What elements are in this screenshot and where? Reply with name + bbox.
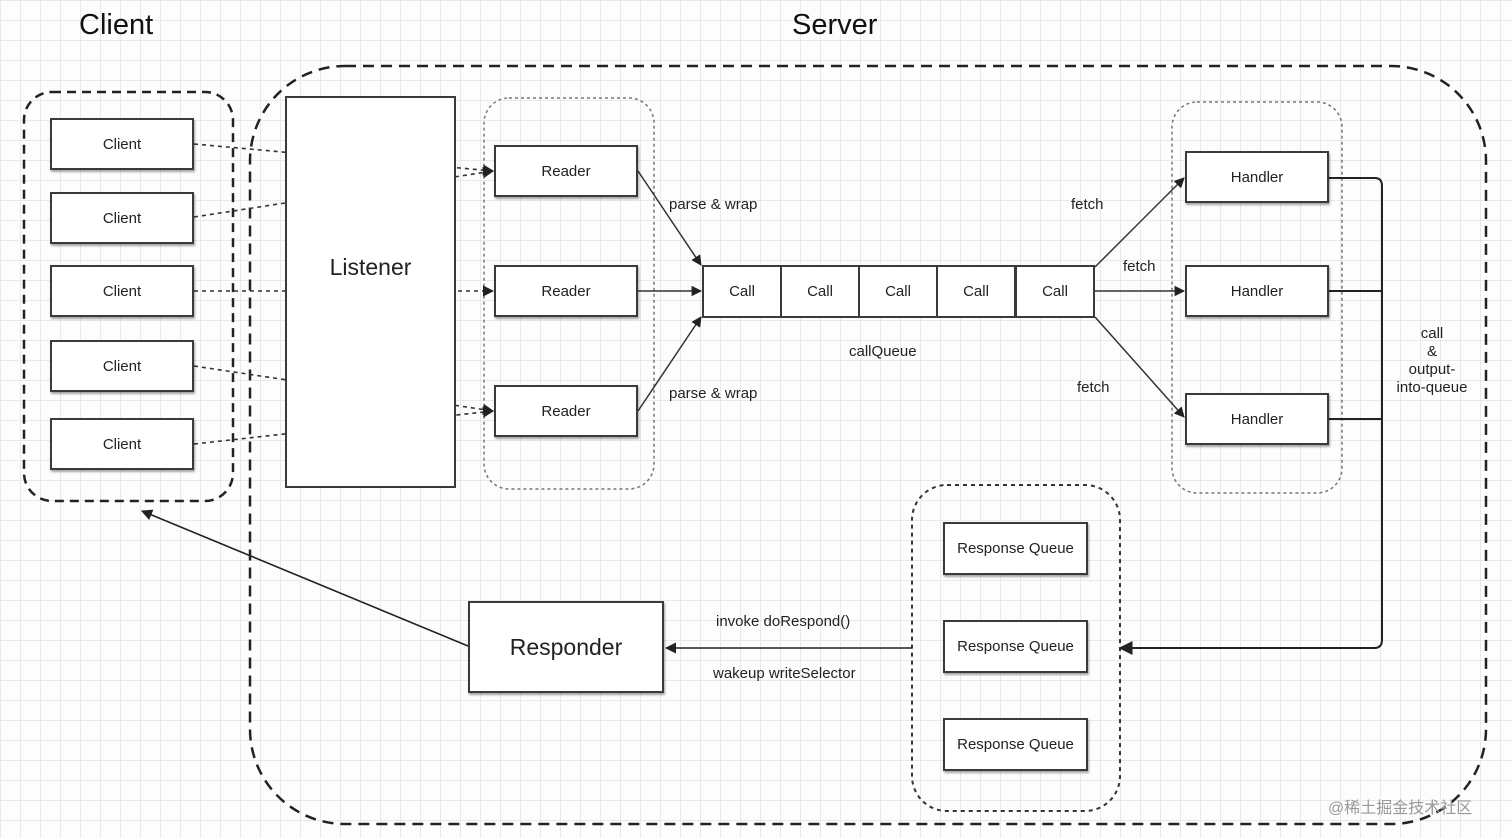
parse-wrap-label: parse & wrap <box>669 385 758 402</box>
client-box: Client <box>50 265 194 317</box>
listener-box: Listener <box>285 96 456 488</box>
handler-output-line: call <box>1420 325 1444 342</box>
client-box: Client <box>50 118 194 170</box>
fetch-label: fetch <box>1077 379 1110 396</box>
parse-wrap-label: parse & wrap <box>669 196 758 213</box>
fetch-label: fetch <box>1123 258 1156 275</box>
handler-box: Handler <box>1185 151 1329 203</box>
reader-to-callqueue-arrow <box>637 316 702 412</box>
call-box: Call <box>780 265 860 318</box>
call-queue-label: callQueue <box>849 343 917 360</box>
handler-group <box>1171 101 1343 494</box>
callqueue-to-handler-arrow <box>1094 177 1185 268</box>
client-to-reader-arrow <box>193 166 495 218</box>
call-box: Call <box>1015 265 1095 318</box>
fetch-label: fetch <box>1071 196 1104 213</box>
responder-box: Responder <box>468 601 664 693</box>
reader-box: Reader <box>494 145 638 197</box>
handler-output-line: & <box>1426 343 1437 360</box>
callqueue-to-handler-arrow <box>1094 316 1185 418</box>
wakeup-label: wakeup writeSelector <box>713 665 856 682</box>
call-box: Call <box>936 265 1016 318</box>
invoke-label: invoke doRespond() <box>716 613 851 630</box>
server-title: Server <box>792 9 878 41</box>
response-queue-box: Response Queue <box>943 718 1088 771</box>
handler-output-line: output- <box>1408 361 1456 378</box>
client-group <box>22 90 235 503</box>
handler-output-line: into-queue <box>1396 379 1468 396</box>
handler-box: Handler <box>1185 393 1329 445</box>
response-queue-box: Response Queue <box>943 522 1088 575</box>
reader-box: Reader <box>494 385 638 437</box>
response-queue-box: Response Queue <box>943 620 1088 673</box>
client-title: Client <box>79 9 154 41</box>
call-box: Call <box>858 265 938 318</box>
client-box: Client <box>50 192 194 244</box>
call-box: Call <box>702 265 782 318</box>
server-group <box>248 64 1488 826</box>
reader-group <box>483 97 655 490</box>
responder-to-client-arrow <box>140 509 469 647</box>
watermark: @稀土掘金技术社区 <box>1328 800 1473 817</box>
reader-box: Reader <box>494 265 638 317</box>
client-box: Client <box>50 340 194 392</box>
client-box: Client <box>50 418 194 470</box>
reader-to-callqueue-arrow <box>637 170 702 266</box>
handler-output-label: call & output- into-queue <box>1394 325 1470 397</box>
handler-box: Handler <box>1185 265 1329 317</box>
handler-output-connector <box>1118 177 1383 655</box>
